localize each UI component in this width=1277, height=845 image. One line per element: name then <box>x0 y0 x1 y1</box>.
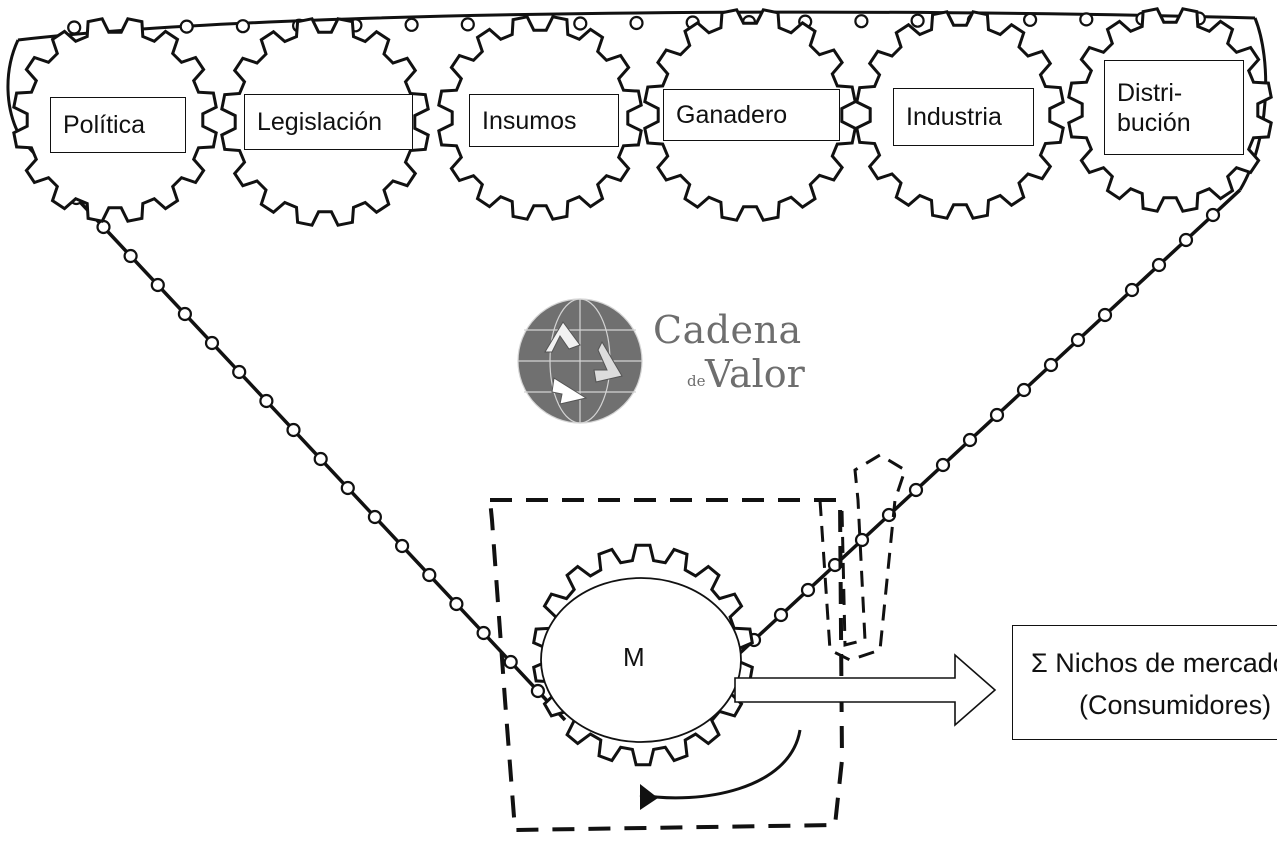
chain-link <box>232 364 247 380</box>
chain-link <box>629 15 644 31</box>
ganadero-text: Ganadero <box>676 101 788 129</box>
chain-link <box>989 407 1005 423</box>
market-line1: Σ Nichos de mercados <box>1031 648 1277 678</box>
cadena-de-valor-logo: Cadena de Valor <box>517 286 837 436</box>
gear-label-insumos: Insumos <box>469 94 619 147</box>
chain-link <box>422 567 437 583</box>
chain-link <box>1178 232 1194 248</box>
gear-label-legislacion: Legislación <box>244 94 413 150</box>
center-gear-label: M <box>623 642 645 672</box>
chain-link <box>340 480 355 496</box>
chain-link <box>259 393 274 409</box>
center-ellipse <box>540 577 742 743</box>
chain-link <box>235 19 250 34</box>
dashed-loop-path <box>818 453 907 662</box>
gear-label-ganadero: Ganadero <box>663 89 840 141</box>
distribucion-line1: Distri- <box>1117 78 1183 107</box>
chain-link <box>854 532 870 548</box>
chain-link <box>313 451 328 467</box>
chain-link <box>1016 382 1032 398</box>
chain-belt-left-cap <box>6 39 24 141</box>
chain-link <box>1022 12 1038 27</box>
gear-label-politica: Política <box>50 97 186 153</box>
logo-subtitle: Valor <box>705 352 805 396</box>
politica-text: Política <box>63 111 145 139</box>
chain-link <box>449 596 464 612</box>
chain-link <box>179 19 194 34</box>
chain-link <box>204 335 220 351</box>
chain-link <box>476 625 491 641</box>
market-niches-box: Σ Nichos de mercados (Consumidores) <box>1012 625 1277 740</box>
chain-link <box>395 538 410 554</box>
return-arrow-head <box>640 784 658 810</box>
chain-link <box>1079 12 1094 27</box>
chain-link <box>962 432 978 448</box>
gear-label-distribucion: Distri- bución <box>1104 60 1244 155</box>
chain-link <box>67 20 82 35</box>
chain-link <box>1205 207 1221 223</box>
chain-link <box>1043 357 1059 373</box>
chain-link <box>404 17 419 32</box>
chain-link <box>854 14 869 29</box>
logo-globe-icon <box>517 298 643 424</box>
gear-label-industria: Industria <box>893 88 1034 146</box>
logo-connector: de <box>687 372 706 390</box>
chain-link <box>1151 257 1167 273</box>
chain-link <box>503 654 518 670</box>
return-arrow <box>639 729 802 800</box>
chain-link <box>800 582 816 598</box>
chain-link <box>573 16 588 31</box>
chain-link <box>1124 282 1140 298</box>
chain-link <box>123 248 138 264</box>
insumos-text: Insumos <box>482 106 577 135</box>
market-dashed-box <box>487 498 845 833</box>
legislacion-text: Legislación <box>257 108 383 136</box>
industria-text: Industria <box>906 103 1002 131</box>
top-gears-group <box>12 7 1273 227</box>
chain-link <box>935 457 951 473</box>
chain-link <box>177 306 192 322</box>
market-arrow <box>734 653 997 727</box>
chain-link <box>1097 307 1113 323</box>
chain-link <box>530 683 546 699</box>
chain-link <box>367 509 382 525</box>
chain-link <box>910 13 925 28</box>
chain-link <box>908 482 924 498</box>
chain-link <box>460 17 475 32</box>
chain-link <box>286 422 301 438</box>
market-line2: (Consumidores) <box>1079 690 1272 720</box>
chain-link <box>773 607 789 623</box>
distribucion-line2: bución <box>1117 108 1191 137</box>
chain-link <box>96 219 111 235</box>
chain-link <box>150 277 165 293</box>
logo-title: Cadena <box>653 308 802 352</box>
chain-link <box>1070 332 1086 348</box>
